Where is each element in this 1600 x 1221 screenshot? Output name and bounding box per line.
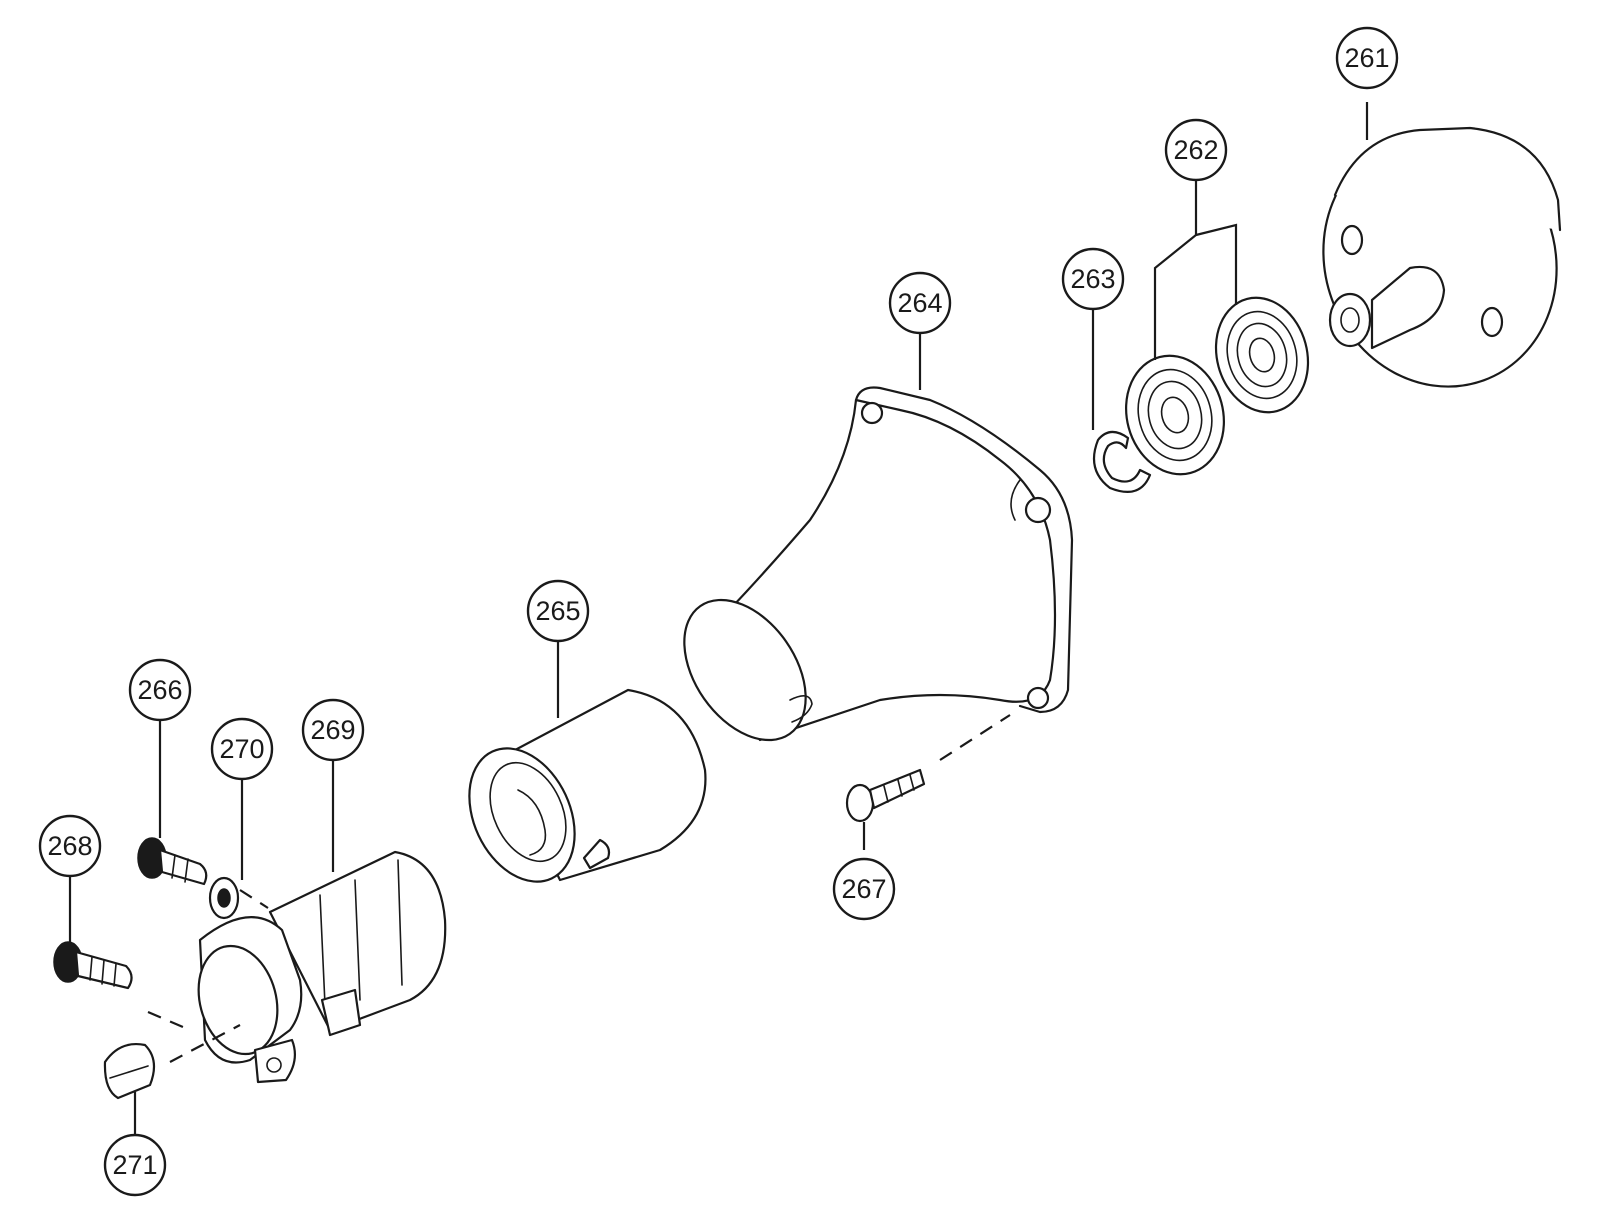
callout-263: 263: [1061, 247, 1125, 311]
callout-262: 262: [1164, 118, 1228, 182]
drum-hole-upper: [1340, 224, 1364, 256]
callout-271: 271: [103, 1133, 167, 1197]
assembly-line-270: [239, 889, 269, 909]
callout-269: 269: [301, 698, 365, 762]
assembly-line-268: [147, 1010, 191, 1032]
case-mount-hole-top: [860, 401, 884, 425]
assembly-line-267: [939, 714, 1011, 761]
callout-label-263: 263: [1070, 264, 1115, 294]
callout-label-271: 271: [112, 1150, 157, 1180]
callout-261: 261: [1335, 26, 1399, 90]
part-271-key: [103, 1043, 156, 1100]
callout-label-267: 267: [841, 874, 886, 904]
drum-shaft-end: [1328, 292, 1372, 348]
part-267-screw: [845, 768, 926, 823]
part-268-bolt: [53, 941, 133, 990]
part-262-bearing-outer: [1214, 296, 1310, 414]
callout-270: 270: [210, 717, 274, 781]
part-263-circlip: [1092, 430, 1152, 493]
callout-label-268: 268: [47, 831, 92, 861]
assembly-line-271: [169, 1024, 241, 1063]
callout-268: 268: [38, 814, 102, 878]
callout-label-269: 269: [310, 715, 355, 745]
callout-label-270: 270: [219, 734, 264, 764]
callout-label-262: 262: [1173, 135, 1218, 165]
case-mount-hole-bottom: [1026, 686, 1050, 710]
callout-265: 265: [526, 579, 590, 643]
part-269-clamp-housing: [197, 850, 447, 1084]
case-mount-hole-right: [1024, 496, 1052, 524]
leader-262a: [1153, 175, 1198, 360]
callout-label-264: 264: [897, 288, 942, 318]
callout-266: 266: [128, 658, 192, 722]
part-265-liner-tube: [468, 688, 707, 883]
callout-267: 267: [832, 857, 896, 921]
callout-label-265: 265: [535, 596, 580, 626]
callout-264: 264: [888, 271, 952, 335]
part-262-bearing-inner: [1125, 354, 1225, 476]
part-261-clutch-drum: [1322, 126, 1562, 388]
drum-hole-lower: [1480, 306, 1504, 338]
leader-262b: [1195, 223, 1238, 305]
callout-label-261: 261: [1344, 43, 1389, 73]
callout-label-266: 266: [137, 675, 182, 705]
part-270-washer: [208, 876, 240, 920]
part-266-bolt: [137, 837, 208, 886]
part-264-gear-case: [683, 386, 1074, 742]
